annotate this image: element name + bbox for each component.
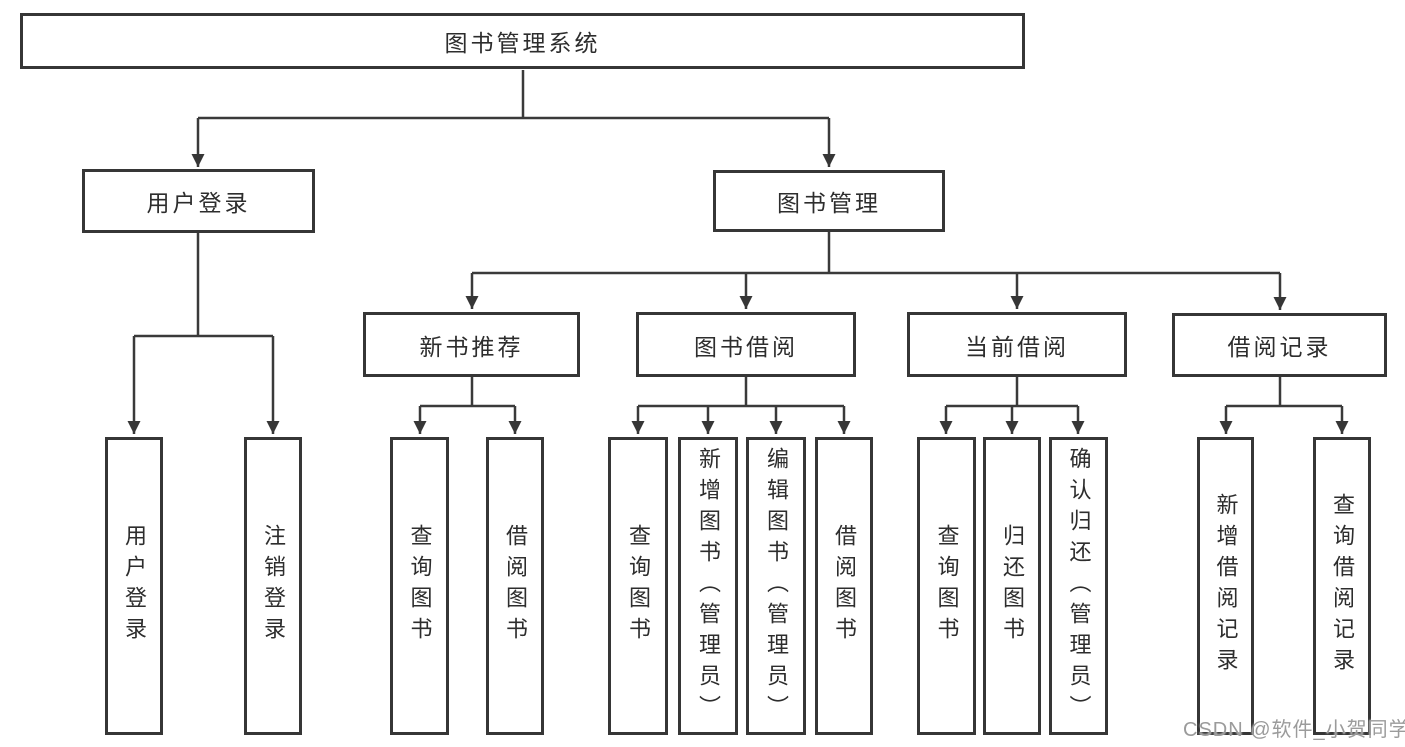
csdn-watermark: CSDN @软件_小贺同学 xyxy=(1183,719,1405,741)
node-leaf-br-add-record: 新增借阅记录 xyxy=(1197,437,1254,735)
node-user-login: 用户登录 xyxy=(82,169,315,233)
node-leaf-bb-query-books: 查询图书 xyxy=(608,437,668,735)
node-leaf-cb-query-books-label: 查询图书 xyxy=(934,524,960,648)
node-leaf-bb-add-books: 新增图书（管理员） xyxy=(678,437,738,735)
node-book-management: 图书管理 xyxy=(713,170,945,232)
node-leaf-br-add-record-label: 新增借阅记录 xyxy=(1213,493,1239,679)
node-leaf-cb-return-books: 归还图书 xyxy=(983,437,1041,735)
node-leaf-cb-query-books: 查询图书 xyxy=(917,437,976,735)
node-current-borrowing: 当前借阅 xyxy=(907,312,1127,377)
node-leaf-logout-label: 注销登录 xyxy=(261,524,286,648)
node-leaf-bb-edit-books: 编辑图书（管理员） xyxy=(746,437,806,735)
node-root-label: 图书管理系统 xyxy=(444,30,601,56)
node-leaf-user-login-label: 用户登录 xyxy=(122,524,147,648)
node-leaf-bb-edit-books-label: 编辑图书（管理员） xyxy=(764,446,789,726)
node-leaf-rec-borrow-books: 借阅图书 xyxy=(486,437,544,735)
node-leaf-bb-query-books-label: 查询图书 xyxy=(626,524,651,648)
node-book-borrowing-label: 图书借阅 xyxy=(694,333,798,360)
node-root: 图书管理系统 xyxy=(20,13,1025,69)
node-borrowing-records-label: 借阅记录 xyxy=(1227,334,1332,360)
node-leaf-rec-borrow-books-label: 借阅图书 xyxy=(503,524,528,648)
node-leaf-cb-confirm-return: 确认归还（管理员） xyxy=(1049,437,1108,735)
node-leaf-br-query-record: 查询借阅记录 xyxy=(1313,437,1371,735)
node-leaf-bb-add-books-label: 新增图书（管理员） xyxy=(696,446,721,726)
node-book-management-label: 图书管理 xyxy=(777,190,881,216)
node-borrowing-records: 借阅记录 xyxy=(1172,313,1387,377)
node-new-book-recommendation-label: 新书推荐 xyxy=(419,333,524,360)
node-leaf-br-query-record-label: 查询借阅记录 xyxy=(1330,493,1355,679)
node-leaf-logout: 注销登录 xyxy=(244,437,302,735)
node-leaf-bb-borrow-books-label: 借阅图书 xyxy=(832,524,857,648)
node-book-borrowing: 图书借阅 xyxy=(636,312,856,377)
node-leaf-cb-return-books-label: 归还图书 xyxy=(1000,524,1025,648)
node-user-login-label: 用户登录 xyxy=(146,190,251,216)
node-new-book-recommendation: 新书推荐 xyxy=(363,312,580,377)
node-current-borrowing-label: 当前借阅 xyxy=(965,333,1069,360)
node-leaf-user-login: 用户登录 xyxy=(105,437,163,735)
node-leaf-bb-borrow-books: 借阅图书 xyxy=(815,437,873,735)
node-leaf-rec-query-books: 查询图书 xyxy=(390,437,449,735)
node-leaf-rec-query-books-label: 查询图书 xyxy=(407,524,433,648)
node-leaf-cb-confirm-return-label: 确认归还（管理员） xyxy=(1066,446,1092,726)
